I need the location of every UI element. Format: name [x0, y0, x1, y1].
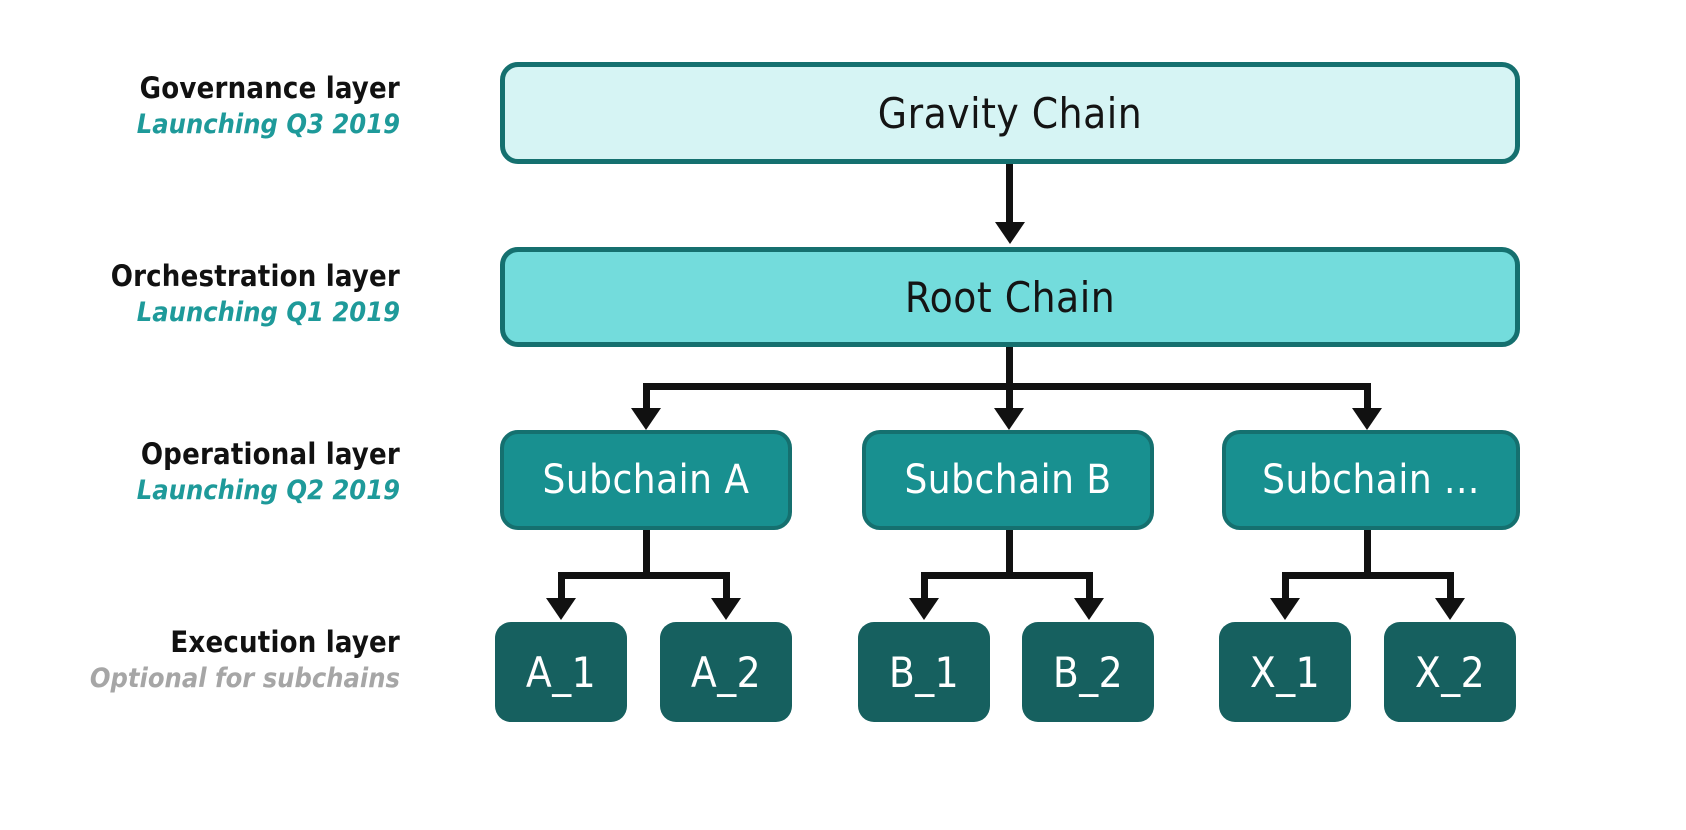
node-leaf-x2-label: X_2 — [1414, 647, 1486, 697]
node-leaf-x1[interactable]: X_1 — [1219, 622, 1351, 722]
connector-root-stem — [1006, 347, 1013, 385]
layer-label-operational: Operational layer Launching Q2 2019 — [136, 437, 400, 508]
layer-subtitle-operational: Launching Q2 2019 — [136, 475, 400, 507]
layer-title-governance: Governance layer — [139, 71, 400, 105]
node-leaf-b2[interactable]: B_2 — [1022, 622, 1154, 722]
layer-title-operational: Operational layer — [140, 437, 400, 471]
node-gravity-chain-label: Gravity Chain — [877, 88, 1143, 138]
node-subchain-b[interactable]: Subchain B — [862, 430, 1154, 530]
connector-subchain-b-to-b1 — [921, 572, 928, 607]
arrowhead-subchain-a — [631, 408, 661, 430]
connector-subchain-x-stem — [1364, 530, 1371, 575]
node-subchain-b-label: Subchain B — [904, 457, 1112, 503]
connector-subchain-a-stem — [643, 530, 650, 575]
connector-subchain-x-bus — [1282, 572, 1454, 579]
layer-label-execution: Execution layer Optional for subchains — [89, 625, 400, 696]
node-root-chain-label: Root Chain — [904, 272, 1116, 322]
connector-subchain-x-to-x1 — [1282, 572, 1289, 607]
connector-root-to-subchain-b — [1006, 383, 1013, 415]
connector-subchain-a-bus — [558, 572, 730, 579]
connector-subchain-b-to-b2 — [1086, 572, 1093, 607]
node-leaf-b1-label: B_1 — [888, 647, 960, 697]
layer-label-governance: Governance layer Launching Q3 2019 — [136, 71, 400, 142]
node-leaf-x2[interactable]: X_2 — [1384, 622, 1516, 722]
arrowhead-b2 — [1074, 598, 1104, 620]
node-leaf-x1-label: X_1 — [1249, 647, 1321, 697]
connector-subchain-a-to-a2 — [723, 572, 730, 607]
connector-root-to-subchain-a — [643, 383, 650, 415]
layer-title-execution: Execution layer — [170, 625, 400, 659]
node-subchain-a[interactable]: Subchain A — [500, 430, 792, 530]
node-subchain-a-label: Subchain A — [542, 457, 750, 503]
connector-subchain-a-to-a1 — [558, 572, 565, 607]
arrowhead-a1 — [546, 598, 576, 620]
layer-label-orchestration: Orchestration layer Launching Q1 2019 — [110, 259, 400, 330]
node-leaf-a1-label: A_1 — [525, 647, 597, 697]
arrowhead-x1 — [1270, 598, 1300, 620]
arrowhead-subchain-b — [994, 408, 1024, 430]
node-subchain-x-label: Subchain ... — [1262, 457, 1480, 503]
node-subchain-x[interactable]: Subchain ... — [1222, 430, 1520, 530]
layer-title-orchestration: Orchestration layer — [110, 259, 400, 293]
arrowhead-a2 — [711, 598, 741, 620]
layer-subtitle-governance: Launching Q3 2019 — [136, 109, 400, 141]
arrowhead-gravity-to-root — [995, 222, 1025, 244]
layer-subtitle-execution: Optional for subchains — [89, 663, 400, 695]
connector-subchain-b-bus — [921, 572, 1093, 579]
arrowhead-b1 — [909, 598, 939, 620]
node-leaf-a1[interactable]: A_1 — [495, 622, 627, 722]
connector-root-to-subchain-x — [1364, 383, 1371, 415]
connector-gravity-to-root — [1006, 164, 1013, 226]
node-gravity-chain[interactable]: Gravity Chain — [500, 62, 1520, 164]
node-leaf-b2-label: B_2 — [1052, 647, 1124, 697]
node-leaf-a2-label: A_2 — [690, 647, 762, 697]
node-leaf-b1[interactable]: B_1 — [858, 622, 990, 722]
connector-subchain-x-to-x2 — [1447, 572, 1454, 607]
node-root-chain[interactable]: Root Chain — [500, 247, 1520, 347]
arrowhead-subchain-x — [1352, 408, 1382, 430]
connector-subchain-b-stem — [1006, 530, 1013, 575]
arrowhead-x2 — [1435, 598, 1465, 620]
node-leaf-a2[interactable]: A_2 — [660, 622, 792, 722]
layer-subtitle-orchestration: Launching Q1 2019 — [136, 297, 400, 329]
